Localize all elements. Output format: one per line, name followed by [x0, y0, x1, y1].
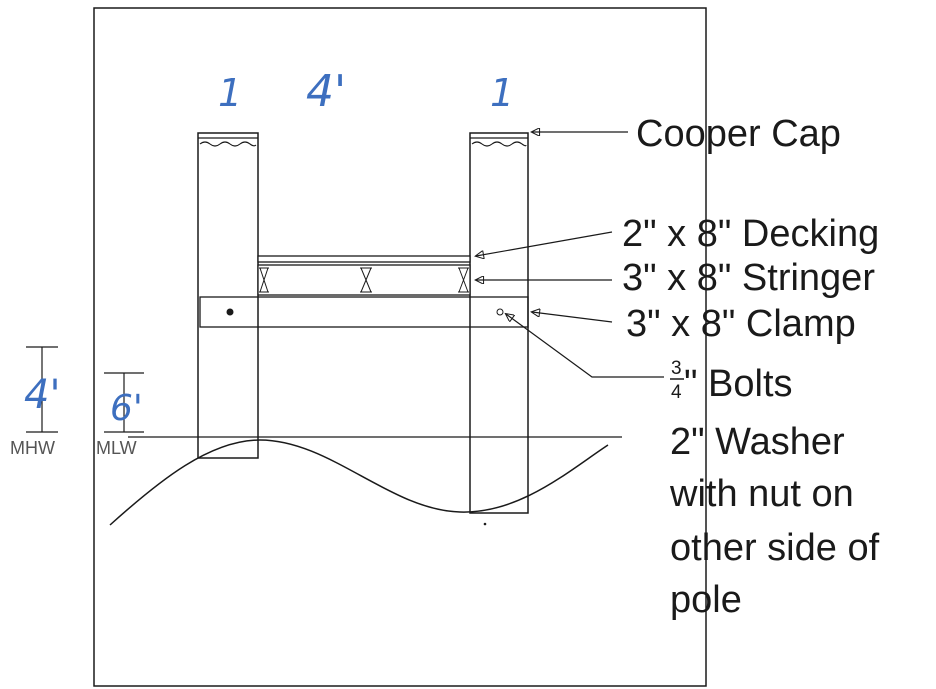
label-washer-line-3: other side of — [670, 527, 880, 569]
label-bolts: " Bolts — [684, 363, 793, 405]
datum-mhw: MHW — [10, 438, 55, 458]
label-cooper-cap: Cooper Cap — [636, 113, 841, 155]
hand-left-post-width: 1 — [218, 71, 242, 115]
decking-board — [257, 255, 471, 263]
stray-dot — [483, 522, 487, 526]
drawing-frame — [93, 7, 707, 687]
bolt-head-left — [226, 308, 234, 316]
clamp — [199, 296, 529, 328]
hand-mlw-height: 6' — [110, 388, 143, 429]
label-washer-line-1: 2" Washer — [670, 421, 845, 463]
label-washer-line-2: with nut on — [669, 473, 854, 515]
hand-span-width: 4' — [306, 66, 346, 117]
leader-clamp — [532, 312, 613, 323]
label-washer-line-4: pole — [670, 579, 742, 621]
mlw-dimension — [104, 372, 144, 433]
label-clamp: 3" x 8" Clamp — [626, 303, 856, 345]
label-decking: 2" x 8" Decking — [622, 213, 879, 255]
bolt-head-right — [496, 308, 504, 316]
label-stringer: 3" x 8" Stringer — [622, 257, 875, 299]
leader-decking — [476, 231, 613, 256]
bolts-fraction-numerator: 3 — [671, 358, 682, 379]
seabed-curve — [109, 439, 609, 526]
hand-right-post-width: 1 — [490, 71, 514, 115]
bolts-fraction-denominator: 4 — [671, 382, 682, 403]
mhw-dimension — [26, 346, 58, 433]
hand-mhw-height: 4' — [24, 372, 60, 418]
left-post — [197, 132, 259, 459]
blocking-left — [259, 267, 269, 293]
blocking-right — [458, 267, 469, 293]
datum-mlw: MLW — [96, 438, 137, 458]
leader-bolts — [506, 314, 664, 378]
blocking-middle — [360, 267, 372, 293]
stringer — [257, 264, 471, 296]
